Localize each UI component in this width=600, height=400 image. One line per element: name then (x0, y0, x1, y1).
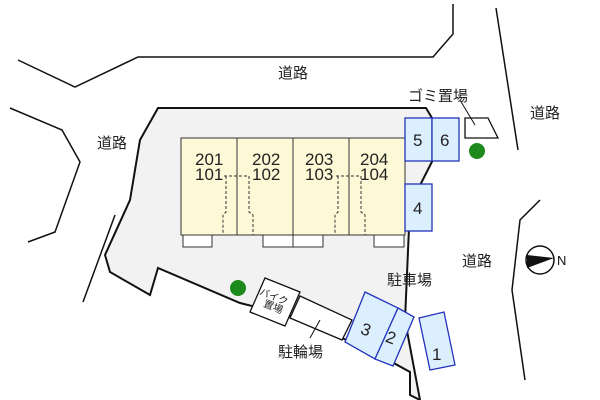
building (180, 137, 406, 248)
compass-icon: N (525, 245, 566, 275)
road-label-east: 道路 (462, 252, 492, 270)
road-label-north: 道路 (278, 64, 308, 82)
bicycle-parking-label: 駐輪場 (278, 343, 323, 361)
tree-icon (230, 280, 246, 296)
unit-upper-3: 203 (305, 150, 333, 169)
parking-label: 駐車場 (387, 271, 432, 289)
unit-lower-3: 103 (305, 165, 333, 184)
svg-text:N: N (557, 253, 566, 268)
road-label-west: 道路 (97, 134, 127, 152)
parking-space-4: 4 (413, 199, 422, 218)
unit-upper-2: 202 (252, 150, 280, 169)
tree-icon (469, 143, 485, 159)
garbage-label: ゴミ置場 (408, 87, 468, 105)
unit-upper-4: 204 (360, 150, 388, 169)
road-label-east-top: 道路 (530, 104, 560, 122)
road-lines (9, 4, 541, 381)
unit-lower-2: 102 (252, 165, 280, 184)
garbage-area (464, 117, 500, 139)
bike-parking (249, 277, 353, 341)
parking-space-6: 6 (440, 131, 449, 150)
unit-lower-1: 101 (195, 165, 223, 184)
unit-upper-1: 201 (195, 150, 223, 169)
unit-lower-4: 104 (360, 165, 388, 184)
parking-space-5: 5 (413, 131, 422, 150)
parking-spaces (344, 117, 460, 371)
parking-space-1: 1 (432, 345, 441, 364)
